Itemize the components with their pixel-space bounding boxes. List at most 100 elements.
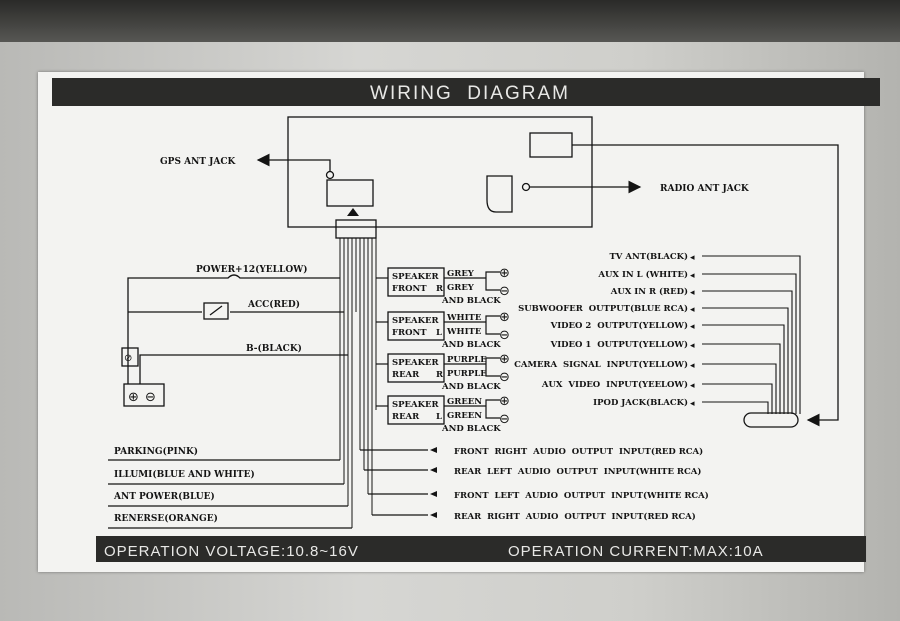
head-unit <box>287 116 593 239</box>
footer-band <box>96 536 866 562</box>
speaker-box <box>387 353 445 383</box>
speaker-plus-icon: ⊕ <box>499 352 510 367</box>
right-input-wire <box>702 324 785 414</box>
ground-black-label: B-(BLACK) <box>246 343 302 354</box>
speaker-position: FRONT <box>392 284 427 294</box>
right-connector <box>743 412 799 428</box>
speaker-terminal-wire <box>444 399 500 419</box>
right-input-wire <box>702 401 769 414</box>
right-input-label: VIDEO 2 OUTPUT(YELLOW) <box>550 320 688 331</box>
speaker-position: FRONT <box>392 328 427 338</box>
speaker-minus-icon: ⊖ <box>499 412 510 427</box>
jack-icon: ◂ <box>690 271 695 281</box>
right-input-wire <box>702 307 789 414</box>
speaker-box <box>387 267 445 297</box>
jack-icon: ◂ <box>690 322 695 332</box>
radio-ant-jack-label: RADIO ANT JACK <box>660 184 750 194</box>
speaker-minus-wire-label-2: AND BLACK <box>441 296 501 306</box>
right-input-wire <box>702 290 793 414</box>
speaker-plus-icon: ⊕ <box>499 310 510 325</box>
speaker-side: R <box>436 370 444 380</box>
reverse-label: RENERSE(ORANGE) <box>114 513 218 524</box>
ant-power-label: ANT POWER(BLUE) <box>113 491 215 502</box>
jack-icon: ◂ <box>690 253 695 263</box>
right-input-wire <box>702 363 777 414</box>
title-band <box>52 78 880 106</box>
speaker-terminal-wire <box>444 271 500 291</box>
speaker-minus-wire-label-2: AND BLACK <box>441 382 501 392</box>
audio-output-label: REAR RIGHT AUDIO OUTPUT INPUT(RED RCA) <box>454 511 696 522</box>
speaker-minus-wire-label: GREEN <box>447 411 482 421</box>
acc-red-label: ACC(RED) <box>247 299 300 310</box>
right-input-label: VIDEO 1 OUTPUT(YELLOW) <box>550 339 688 350</box>
speaker-minus-wire-label: PURPLE <box>447 369 487 379</box>
speaker-side: L <box>436 328 442 338</box>
operation-current: OPERATION CURRENT:MAX:10A <box>508 543 764 560</box>
rca-arrow-icon <box>430 467 437 473</box>
speaker-plus-icon: ⊕ <box>499 266 510 281</box>
gps-ant-jack-label: GPS ANT JACK <box>160 157 237 167</box>
jack-icon: ◂ <box>690 361 695 371</box>
left-wires <box>108 459 352 529</box>
speaker-minus-wire-label: GREY <box>447 283 475 293</box>
right-input-label: AUX IN R (RED) <box>610 286 688 297</box>
speaker-side: L <box>436 412 442 422</box>
audio-output-label: REAR LEFT AUDIO OUTPUT INPUT(WHITE RCA) <box>454 466 701 477</box>
speaker-minus-wire-label-2: AND BLACK <box>441 340 501 350</box>
right-input-label: TV ANT(BLACK) <box>609 251 688 262</box>
right-input-section: TV ANT(BLACK)◂AUX IN L (WHITE)◂AUX IN R … <box>514 251 801 414</box>
speaker-terminal-wire <box>444 357 500 377</box>
audio-output-label: FRONT RIGHT AUDIO OUTPUT INPUT(RED RCA) <box>454 446 703 457</box>
speaker-label: SPEAKER <box>392 272 439 282</box>
speaker-minus-icon: ⊖ <box>499 370 510 385</box>
battery-minus-icon: ⊖ <box>145 390 156 405</box>
antenna-wiring <box>256 144 839 427</box>
speaker-plus-wire-label: PURPLE <box>447 355 487 365</box>
rca-arrow-icon <box>430 512 437 518</box>
right-input-wire <box>702 255 801 414</box>
speaker-terminal-wire <box>444 315 500 335</box>
audio-output-label: FRONT LEFT AUDIO OUTPUT INPUT(WHITE RCA) <box>454 490 709 501</box>
speaker-plus-wire-label: GREEN <box>447 397 482 407</box>
right-input-label: AUX VIDEO INPUT(YEELOW) <box>541 379 688 390</box>
speaker-position: REAR <box>392 412 420 422</box>
right-input-wire <box>702 273 797 414</box>
speaker-plus-wire-label: GREY <box>447 269 475 279</box>
illumi-label: ILLUMI(BLUE AND WHITE) <box>114 469 255 480</box>
speaker-position: REAR <box>392 370 420 380</box>
speaker-minus-wire-label-2: AND BLACK <box>441 424 501 434</box>
speaker-label: SPEAKER <box>392 400 439 410</box>
parking-pink-label: PARKING(PINK) <box>114 446 198 457</box>
speaker-plus-wire-label: WHITE <box>446 313 482 323</box>
diagram-title: WIRING DIAGRAM <box>370 83 570 104</box>
speaker-minus-icon: ⊖ <box>499 284 510 299</box>
speaker-label: SPEAKER <box>392 316 439 326</box>
speaker-minus-wire-label: WHITE <box>446 327 482 337</box>
speaker-box <box>387 311 445 341</box>
audio-output-section: FRONT RIGHT AUDIO OUTPUT INPUT(RED RCA) R… <box>360 446 709 522</box>
speaker-box <box>387 395 445 425</box>
power-yellow-label: POWER+12(YELLOW) <box>196 264 308 275</box>
power-wiring <box>121 274 348 407</box>
right-input-label: CAMERA SIGNAL INPUT(YELLOW) <box>514 359 688 370</box>
speaker-plus-icon: ⊕ <box>499 394 510 409</box>
right-input-label: IPOD JACK(BLACK) <box>593 397 688 408</box>
wire-harness <box>339 238 377 528</box>
operation-voltage: OPERATION VOLTAGE:10.8~16V <box>104 543 359 560</box>
right-input-wire <box>702 343 781 414</box>
rca-arrow-icon <box>430 491 437 497</box>
speaker-label: SPEAKER <box>392 358 439 368</box>
battery-plus-icon: ⊕ <box>128 390 139 405</box>
fuse-icon: ⊘ <box>124 353 132 364</box>
rca-arrow-icon <box>430 447 437 453</box>
jack-icon: ◂ <box>690 399 695 409</box>
speaker-minus-icon: ⊖ <box>499 328 510 343</box>
right-input-label: AUX IN L (WHITE) <box>597 269 688 280</box>
jack-icon: ◂ <box>690 305 695 315</box>
jack-icon: ◂ <box>690 381 695 391</box>
speaker-side: R <box>436 284 444 294</box>
right-input-label: SUBWOOFER OUTPUT(BLUE RCA) <box>518 303 688 314</box>
right-input-wire <box>702 383 773 414</box>
